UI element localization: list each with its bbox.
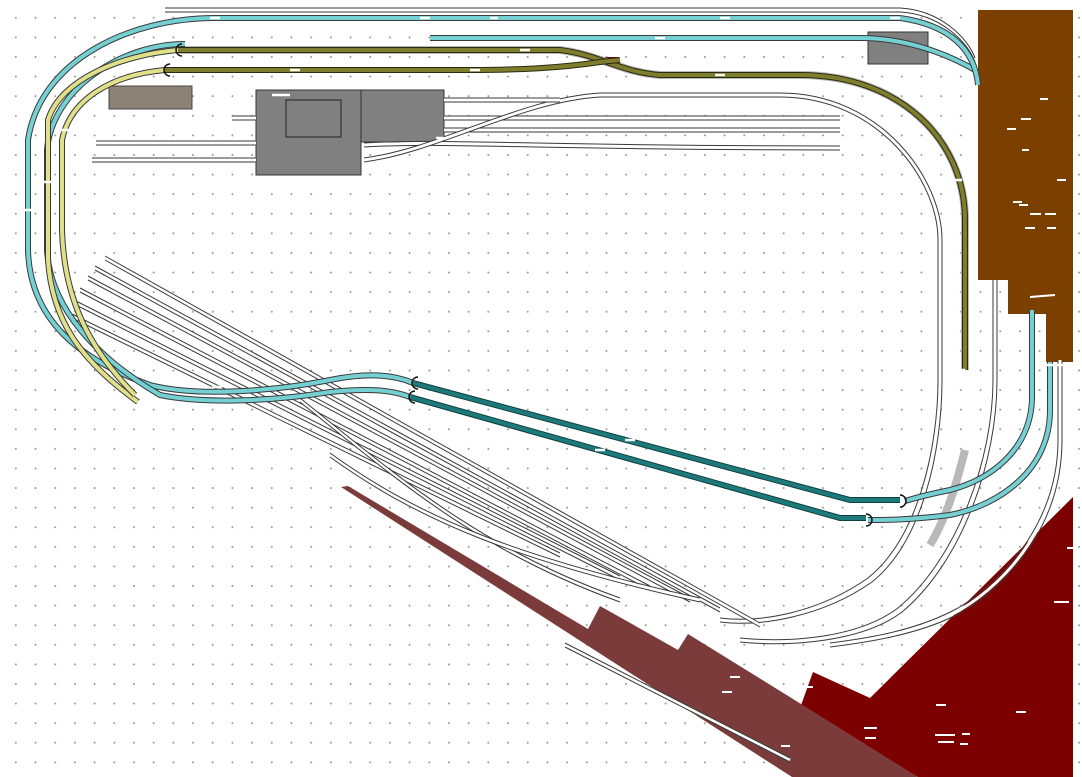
yellow-branch — [45, 47, 179, 405]
dark-red-scenery-area — [800, 497, 1073, 777]
station-building — [255, 89, 445, 176]
scenery-speckles — [722, 98, 1075, 747]
track-end-bumper-icon — [163, 43, 907, 527]
gray-ramp — [926, 449, 969, 548]
teal-tracks — [409, 380, 900, 521]
signal-marker-icon — [25, 16, 1065, 452]
cyan-mainline — [25, 15, 1053, 523]
brown-scenery-area — [978, 10, 1073, 362]
taupe-building — [108, 85, 193, 110]
plain-tracks — [69, 7, 1063, 763]
brick-scenery-area — [341, 486, 918, 777]
